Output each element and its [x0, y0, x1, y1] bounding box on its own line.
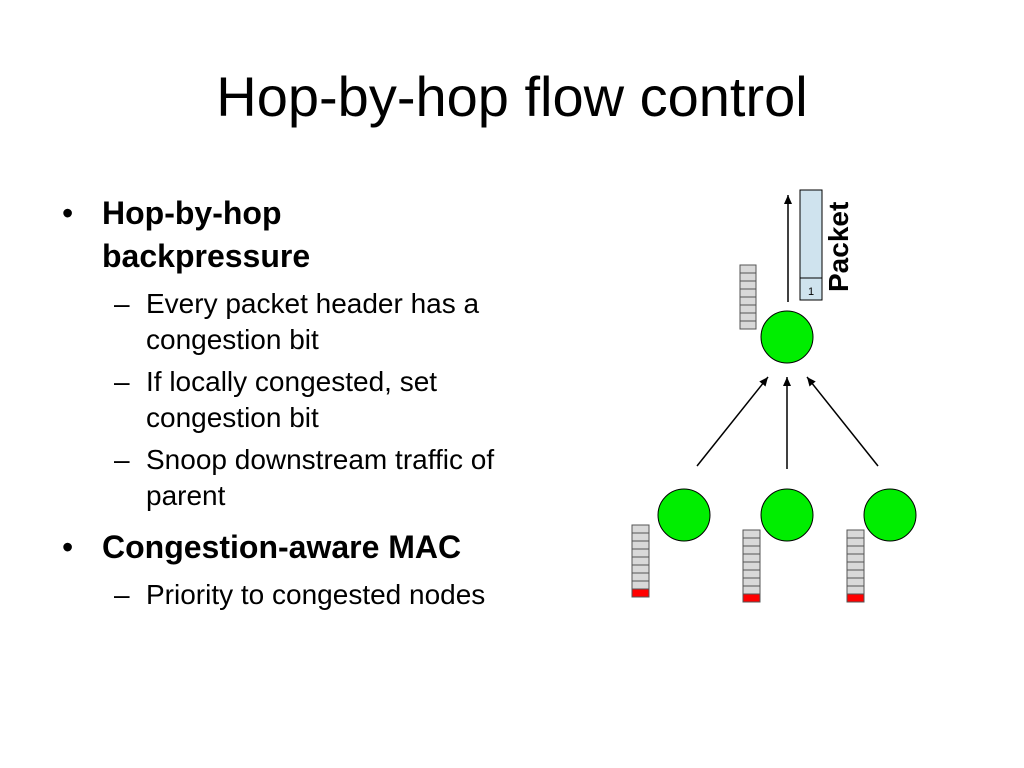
queue-slot — [631, 540, 650, 550]
bullet-list: • Hop-by-hop backpressure – Every packet… — [62, 192, 582, 613]
slide-title: Hop-by-hop flow control — [216, 65, 808, 128]
dash-glyph: – — [114, 288, 130, 319]
queue-slot — [846, 585, 865, 595]
queue-slot — [742, 529, 761, 539]
queue-slot-congested — [631, 588, 650, 598]
sub-bullet-item: – Snoop downstream traffic of parent — [62, 442, 582, 514]
queue-slot — [846, 577, 865, 587]
bullet-text: Congestion-aware MAC — [102, 529, 462, 565]
queue-slot — [739, 264, 757, 274]
sub-bullet-list: – Priority to congested nodes — [62, 577, 582, 613]
queue-slot-congested — [846, 593, 865, 603]
sub-bullet-text: Every packet header has a congestion bit — [146, 288, 480, 355]
sub-bullet-item: – If locally congested, set congestion b… — [62, 364, 582, 436]
queue-slot — [742, 545, 761, 555]
queue-slot — [742, 537, 761, 547]
queue-slot — [631, 548, 650, 558]
parent-queue — [739, 264, 757, 330]
dash-glyph: – — [114, 366, 130, 397]
queue-slot — [631, 580, 650, 590]
queue-slot — [631, 532, 650, 542]
queue-slot — [846, 529, 865, 539]
bullet-item: • Hop-by-hop backpressure — [62, 192, 582, 278]
child-arrow-left — [696, 376, 769, 467]
queue-slot — [739, 312, 757, 322]
packet: 1 Packet — [799, 189, 854, 301]
child-queue-left — [631, 524, 650, 598]
queue-slot — [742, 553, 761, 563]
dash-glyph: – — [114, 579, 130, 610]
queue-slot — [739, 320, 757, 330]
queue-slot — [631, 564, 650, 574]
sub-bullet-text: If locally congested, set congestion bit — [146, 366, 438, 433]
queue-slot — [846, 561, 865, 571]
congestion-bit-label: 1 — [808, 286, 814, 298]
bullet-item: • Congestion-aware MAC — [62, 526, 582, 569]
queue-slot — [739, 288, 757, 298]
sub-bullet-text: Priority to congested nodes — [146, 579, 486, 610]
sub-bullet-item: – Priority to congested nodes — [62, 577, 582, 613]
child-queue-right — [846, 529, 865, 603]
queue-slot — [739, 296, 757, 306]
sub-bullet-text: Snoop downstream traffic of parent — [146, 444, 495, 511]
queue-slot — [631, 556, 650, 566]
packet-label: Packet — [823, 202, 854, 292]
parent-node — [760, 310, 814, 364]
bullet-text: Hop-by-hop backpressure — [102, 195, 311, 274]
child-node-left — [657, 488, 711, 542]
child-queue-center — [742, 529, 761, 603]
queue-slot — [739, 304, 757, 314]
queue-slot — [742, 577, 761, 587]
queue-slot — [846, 569, 865, 579]
packet-header — [799, 277, 823, 301]
dash-glyph: – — [114, 444, 130, 475]
queue-slot — [742, 585, 761, 595]
child-node-center — [760, 488, 814, 542]
queue-slot — [846, 537, 865, 547]
queue-slot — [739, 280, 757, 290]
sub-bullet-item: – Every packet header has a congestion b… — [62, 286, 582, 358]
queue-slot — [631, 572, 650, 582]
queue-slot — [631, 524, 650, 534]
queue-slot — [846, 545, 865, 555]
sub-bullet-list: – Every packet header has a congestion b… — [62, 286, 582, 514]
bullet-glyph: • — [62, 529, 74, 565]
queue-slot — [742, 561, 761, 571]
queue-slot — [742, 569, 761, 579]
bullet-glyph: • — [62, 195, 74, 231]
queue-slot — [846, 553, 865, 563]
queue-slot — [739, 272, 757, 282]
queue-slot-congested — [742, 593, 761, 603]
packet-body — [799, 189, 823, 279]
child-arrow-right — [806, 376, 879, 467]
child-node-right — [863, 488, 917, 542]
